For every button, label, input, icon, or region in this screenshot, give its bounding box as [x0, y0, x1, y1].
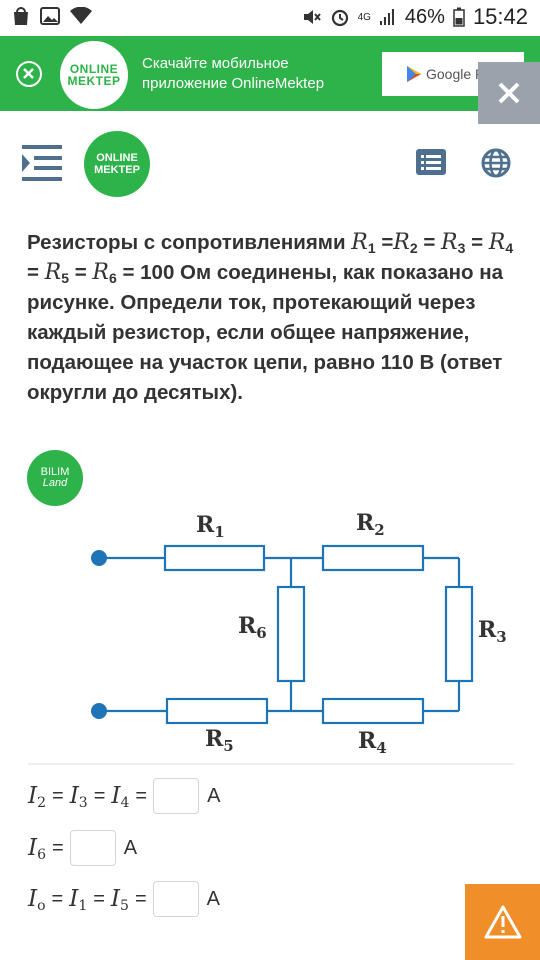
resistor-r4	[321, 697, 425, 725]
answer-input-i6[interactable]	[69, 830, 116, 866]
label-r1: R1	[196, 512, 225, 541]
terminal-top	[91, 550, 107, 566]
wifi-icon	[70, 7, 92, 24]
bilimland-badge[interactable]: BILIM Land	[27, 450, 83, 506]
circuit-diagram: R1 R2 R3 R4 R5 R6	[91, 510, 507, 757]
report-problem-button[interactable]	[465, 884, 540, 960]
label-r5: R5	[205, 726, 234, 755]
app-promo-banner: ONLINE MEKTEP Скачайте мобильное приложе…	[0, 36, 540, 111]
warning-icon	[484, 905, 521, 939]
label-r4: R4	[358, 728, 387, 757]
divider	[28, 763, 514, 765]
resistor-r1	[163, 544, 266, 572]
resistor-r5	[165, 697, 269, 725]
globe-icon[interactable]	[481, 148, 511, 178]
answer-row-i2-i3-i4: I2=I3=I4= A	[28, 778, 220, 814]
status-bar: 4G 46% 15:42	[0, 0, 540, 36]
onlinemektep-logo: ONLINE MEKTEP	[60, 41, 128, 109]
app-header: ONLINE MEKTEP	[0, 111, 540, 211]
label-r6: R6	[238, 613, 267, 642]
banner-text: Скачайте мобильное приложение OnlineMekt…	[142, 55, 325, 92]
alarm-icon	[331, 9, 348, 27]
close-icon	[498, 82, 520, 104]
close-button[interactable]	[478, 62, 540, 124]
resistor-r6	[276, 585, 306, 683]
answer-label: I2	[28, 783, 47, 811]
terminal-bottom	[91, 703, 107, 719]
image-icon	[40, 7, 60, 25]
answer-row-io-i1-i5: Io=I1=I5= A	[28, 881, 220, 917]
answer-input-io[interactable]	[152, 881, 199, 917]
battery-icon	[453, 7, 465, 27]
answer-row-i6: I6= A	[28, 830, 137, 866]
banner-close-icon[interactable]	[16, 61, 42, 87]
header-logo[interactable]: ONLINE MEKTEP	[84, 131, 150, 197]
task-list-icon[interactable]	[416, 149, 446, 175]
menu-toggle-icon[interactable]	[22, 145, 62, 181]
shopping-bag-icon	[14, 7, 28, 25]
play-store-icon	[407, 66, 421, 82]
clock: 15:42	[472, 4, 528, 29]
signal-icon	[379, 9, 394, 25]
resistor-r3	[444, 585, 474, 683]
answer-input-i2[interactable]	[153, 778, 200, 814]
label-r2: R2	[356, 510, 385, 539]
network-type: 4G	[357, 11, 371, 23]
mute-icon	[303, 10, 321, 24]
battery-percent: 46%	[404, 5, 445, 28]
question-text: Резисторы с сопротивлениями R1 =R2 = R3 …	[27, 230, 514, 404]
answer-label: I6	[28, 835, 47, 863]
answer-label: Io	[28, 886, 46, 914]
label-r3: R3	[478, 617, 507, 646]
resistor-r2	[321, 544, 425, 572]
